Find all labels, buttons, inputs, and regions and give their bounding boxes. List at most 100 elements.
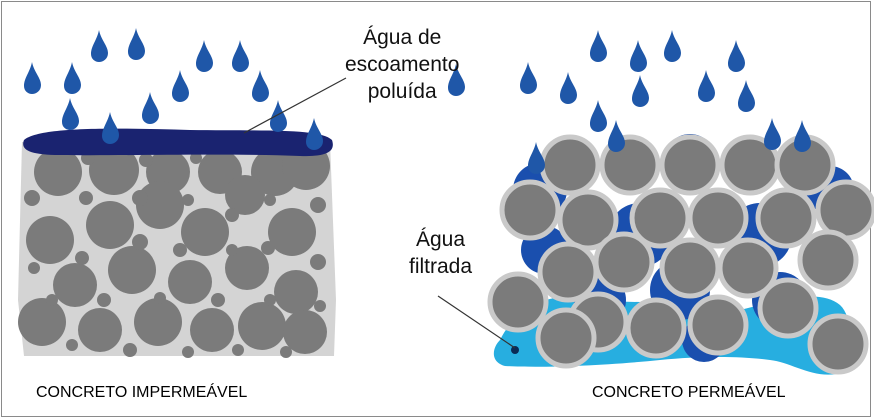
rain-drop bbox=[794, 120, 811, 152]
small-aggregate-stone bbox=[123, 343, 137, 357]
porous-aggregate-stone bbox=[757, 277, 819, 339]
small-aggregate-stone bbox=[261, 241, 275, 255]
rain-drop bbox=[102, 112, 119, 144]
rain-drop bbox=[24, 62, 41, 94]
aggregate-stone bbox=[283, 310, 327, 354]
runoff-label-line-2: escoamento bbox=[345, 53, 460, 76]
rain-drop bbox=[64, 62, 81, 94]
aggregate-stone bbox=[53, 263, 97, 307]
polluted-runoff-layer bbox=[23, 128, 333, 157]
small-aggregate-stone bbox=[28, 262, 40, 274]
rain-drop bbox=[196, 40, 213, 72]
aggregate-stone bbox=[18, 298, 66, 346]
rain-drop bbox=[252, 70, 269, 102]
small-aggregate-stone bbox=[226, 244, 238, 256]
aggregate-stone bbox=[274, 270, 318, 314]
small-aggregate-stone bbox=[182, 194, 194, 206]
small-aggregate-stone bbox=[79, 191, 93, 205]
aggregate-stone bbox=[136, 181, 184, 229]
small-aggregate-stone bbox=[75, 251, 89, 265]
small-aggregate-stone bbox=[310, 197, 326, 213]
porous-aggregate-stone bbox=[537, 241, 599, 303]
rain-drop bbox=[232, 40, 249, 72]
runoff-leader-line bbox=[243, 77, 347, 134]
small-aggregate-stone bbox=[154, 292, 166, 304]
small-aggregate-stone bbox=[264, 294, 276, 306]
rain-drop bbox=[590, 30, 607, 62]
filtered-label-line-2: filtrada bbox=[409, 255, 473, 278]
rain-drop bbox=[142, 92, 159, 124]
aggregate-stone bbox=[78, 308, 122, 352]
filtered-leader-line bbox=[437, 295, 516, 349]
caption-impermeable: CONCRETO IMPERMEÁVEL bbox=[36, 384, 248, 401]
runoff-label-line-3: poluída bbox=[367, 80, 437, 103]
small-aggregate-stone bbox=[314, 300, 326, 312]
porous-aggregate-stone bbox=[557, 189, 619, 251]
rain-drop bbox=[560, 72, 577, 104]
aggregate-stone bbox=[134, 298, 182, 346]
rain-drop bbox=[698, 70, 715, 102]
porous-aggregate-stone bbox=[539, 134, 601, 196]
small-aggregate-stone bbox=[66, 339, 78, 351]
small-aggregate-stone bbox=[97, 293, 111, 307]
porous-aggregate-stone bbox=[499, 179, 561, 241]
rain-drop bbox=[520, 62, 537, 94]
small-aggregate-stone bbox=[264, 194, 276, 206]
porous-aggregate-stone bbox=[755, 187, 817, 249]
rain-drop bbox=[664, 30, 681, 62]
porous-aggregate-stone bbox=[625, 297, 687, 359]
rain-drop bbox=[632, 75, 649, 107]
rain-drop bbox=[91, 30, 108, 62]
rain-drop bbox=[608, 120, 625, 152]
small-aggregate-stone bbox=[132, 190, 148, 206]
rain-drop bbox=[62, 98, 79, 130]
aggregate-stone bbox=[89, 145, 139, 195]
small-aggregate-stone bbox=[139, 153, 153, 167]
small-aggregate-stone bbox=[190, 152, 202, 164]
porous-aggregate-stone bbox=[717, 237, 779, 299]
rain-drop bbox=[306, 118, 323, 150]
runoff-label-line-1: Água de bbox=[363, 26, 442, 49]
rain-drop bbox=[128, 28, 145, 60]
aggregate-stone bbox=[86, 201, 134, 249]
filtered-label-line-1: Água bbox=[415, 228, 466, 251]
rain-drop bbox=[764, 118, 781, 150]
porous-aggregate-stone bbox=[535, 307, 597, 369]
rain-drop bbox=[528, 142, 545, 174]
small-aggregate-stone bbox=[173, 243, 187, 257]
aggregate-stone bbox=[268, 208, 316, 256]
aggregate-stone bbox=[108, 246, 156, 294]
runoff-water-label: Água de escoamento poluída bbox=[345, 24, 459, 105]
small-aggregate-stone bbox=[132, 234, 148, 250]
porous-aggregate-stone bbox=[593, 231, 655, 293]
aggregate-stone bbox=[190, 308, 234, 352]
small-aggregate-stone bbox=[225, 208, 239, 222]
rain-drop bbox=[630, 40, 647, 72]
permeable-concrete-panel bbox=[487, 134, 874, 375]
rain-drop bbox=[448, 64, 465, 96]
aggregate-stone bbox=[34, 148, 82, 196]
aggregate-stone bbox=[181, 208, 229, 256]
small-aggregate-stone bbox=[280, 346, 292, 358]
porous-aggregate-stone bbox=[659, 237, 721, 299]
filtered-water-pointer-dot bbox=[511, 346, 519, 354]
aggregate-stone bbox=[26, 216, 74, 264]
rain-drop bbox=[738, 80, 755, 112]
small-aggregate-stone bbox=[182, 346, 194, 358]
filtered-water-label: Água filtrada bbox=[409, 226, 472, 280]
porous-aggregate-stone bbox=[687, 294, 749, 356]
rain-drop bbox=[590, 100, 607, 132]
rain-drop bbox=[728, 40, 745, 72]
porous-aggregate-stone bbox=[659, 134, 721, 196]
rain-drop bbox=[172, 70, 189, 102]
rain-drops bbox=[24, 28, 811, 174]
porous-aggregate-stone bbox=[807, 313, 869, 375]
aggregate-stone bbox=[238, 302, 286, 350]
small-aggregate-stone bbox=[211, 293, 225, 307]
caption-permeable: CONCRETO PERMEÁVEL bbox=[592, 384, 786, 401]
aggregate-stone bbox=[225, 246, 269, 290]
impermeable-concrete-panel bbox=[18, 128, 336, 358]
small-aggregate-stone bbox=[24, 190, 40, 206]
porous-aggregate-stone bbox=[487, 271, 549, 333]
